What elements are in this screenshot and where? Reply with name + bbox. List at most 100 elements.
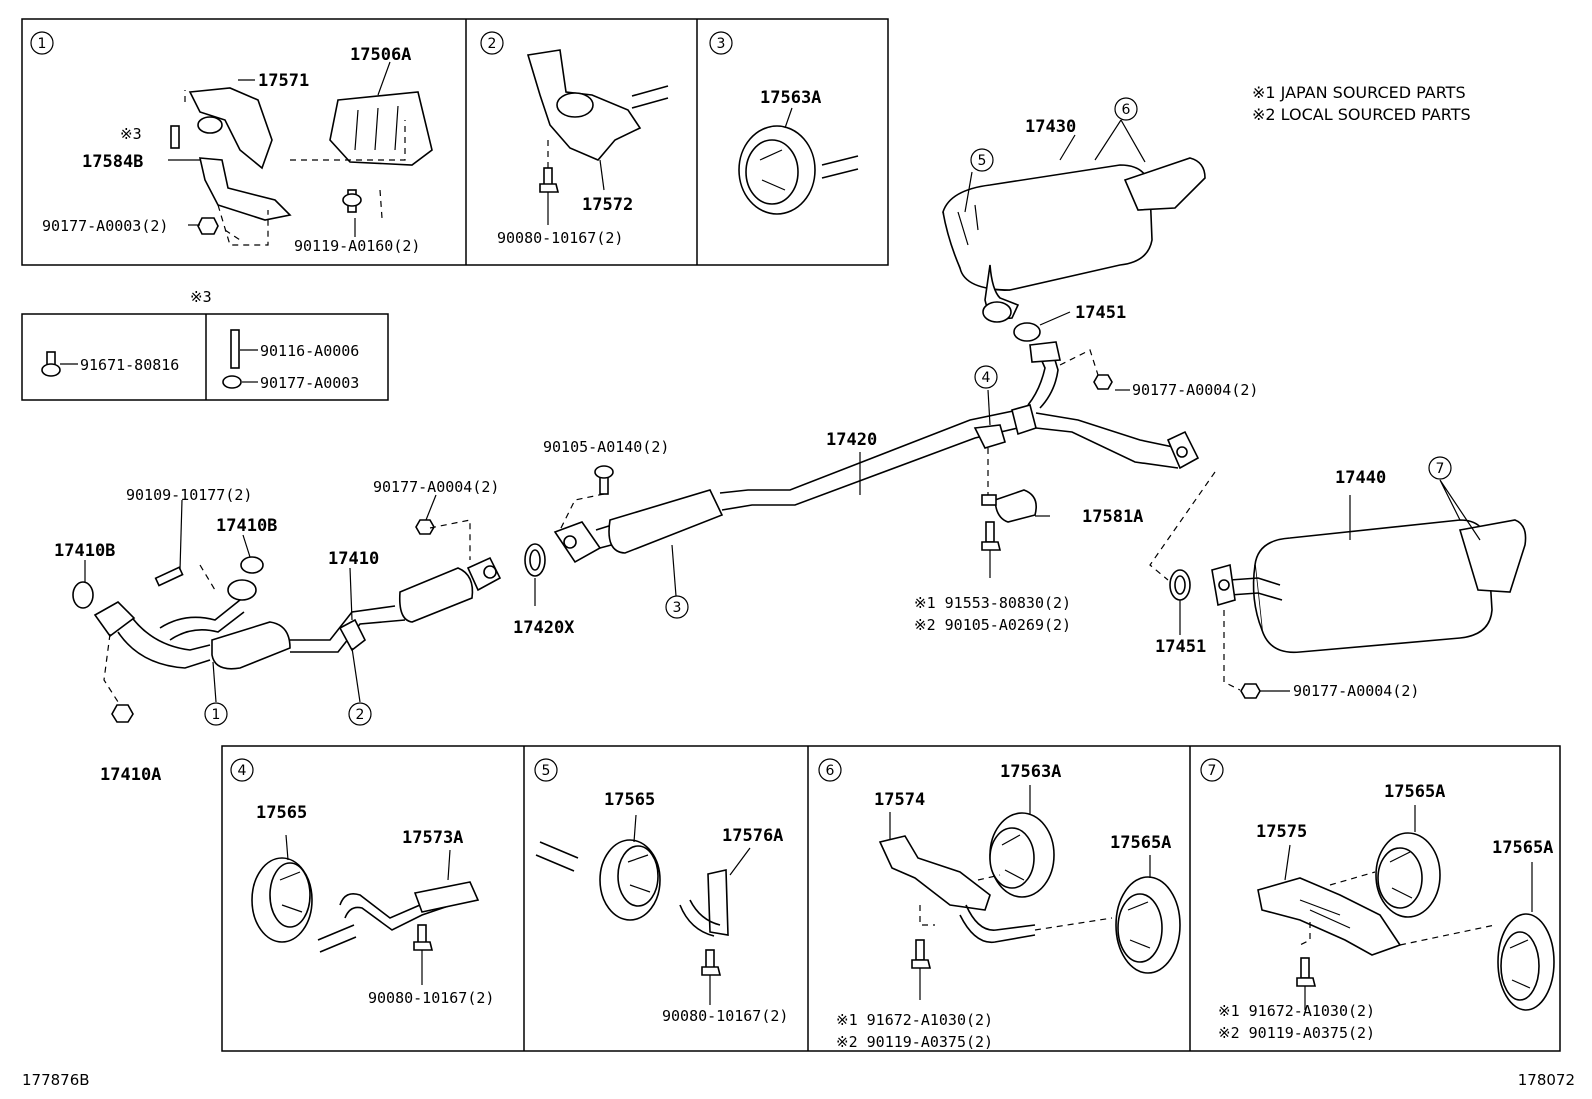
- callout-6-main: 6: [1122, 102, 1131, 118]
- bracket-17573A: [339, 849, 480, 985]
- nut-17410A: [103, 633, 134, 723]
- callout-5-main: 5: [978, 153, 987, 169]
- label-17574: 17574: [874, 790, 925, 810]
- muffler-17430: [942, 157, 1206, 323]
- callout-3-box: 3: [717, 36, 726, 52]
- label-91671-80816: 91671-80816: [80, 356, 179, 374]
- label-17410B-right: 17410B: [216, 516, 277, 536]
- bracket-17571: [188, 87, 273, 170]
- label-91553-80830-2: ※1 91553-80830(2): [914, 594, 1071, 612]
- callout-6-box: 6: [826, 763, 835, 779]
- label-17571: 17571: [258, 71, 309, 91]
- dashed-guides-main: [1149, 471, 1241, 691]
- label-ref3-box1: ※3: [120, 125, 142, 143]
- callout-7-main: 7: [1436, 461, 1445, 477]
- bolt-90109-10177: [154, 499, 216, 591]
- label-17581A: 17581A: [1082, 507, 1143, 527]
- fasteners-ref3: [41, 329, 258, 389]
- detail-box-1-2-3: [21, 18, 889, 266]
- callout-5-box: 5: [542, 763, 551, 779]
- label-90080-10167-2-box4: 90080-10167(2): [368, 989, 494, 1007]
- detail-box-fasteners: [21, 313, 389, 401]
- label-90177-A0003: 90177-A0003: [260, 374, 359, 392]
- label-17563A-box3: 17563A: [760, 88, 821, 108]
- nut-90177-A0004-mid: [1059, 349, 1113, 390]
- insulator-17581A: [981, 448, 1037, 578]
- label-91672-A1030-2-box7: ※1 91672-A1030(2): [1218, 1002, 1375, 1020]
- callout-1-main: 1: [212, 707, 221, 723]
- bracket-17576A: [679, 847, 751, 1005]
- note-local-sourced: ※2 LOCAL SOURCED PARTS: [1252, 105, 1471, 124]
- insulator-17565A-box7a: [1329, 805, 1441, 918]
- nut-90177-A0004-right: [1240, 683, 1290, 699]
- callout-4-box: 4: [238, 763, 247, 779]
- footer-right-code: 178072: [1518, 1071, 1575, 1089]
- label-17576A: 17576A: [722, 826, 783, 846]
- label-17430: 17430: [1025, 117, 1076, 137]
- insulator-17565-box4: [251, 834, 357, 953]
- label-17563A-box6: 17563A: [1000, 762, 1061, 782]
- label-17565A-box7b: 17565A: [1492, 838, 1553, 858]
- label-17410B-left: 17410B: [54, 541, 115, 561]
- label-17506A: 17506A: [350, 45, 411, 65]
- label-90116-A0006: 90116-A0006: [260, 342, 359, 360]
- callout-2-box: 2: [488, 36, 497, 52]
- footer-left-code: 177876B: [22, 1071, 90, 1089]
- label-90177-A0004-2-left: 90177-A0004(2): [373, 478, 499, 496]
- label-17572: 17572: [582, 195, 633, 215]
- label-17573A: 17573A: [402, 828, 463, 848]
- bolts-box1: [170, 125, 362, 235]
- label-17584B: 17584B: [82, 152, 143, 172]
- bolt-90105-A0140: [559, 465, 614, 531]
- label-90105-A0269-2: ※2 90105-A0269(2): [914, 616, 1071, 634]
- insulator-17563A-box6: [977, 785, 1055, 898]
- bracket-17584B: [198, 157, 292, 221]
- heat-insulator-17506A: [329, 91, 433, 166]
- detail-box-4-5-6-7: [221, 745, 1561, 1052]
- label-90105-A0140-2: 90105-A0140(2): [543, 438, 669, 456]
- label-91672-A1030-2-box6: ※1 91672-A1030(2): [836, 1011, 993, 1029]
- label-90177-A0004-2-right: 90177-A0004(2): [1293, 682, 1419, 700]
- label-90119-A0160-2: 90119-A0160(2): [294, 237, 420, 255]
- label-17420X: 17420X: [513, 618, 575, 638]
- muffler-17440: [1211, 519, 1527, 654]
- label-17440: 17440: [1335, 468, 1386, 488]
- note-japan-sourced: ※1 JAPAN SOURCED PARTS: [1252, 83, 1466, 102]
- gasket-17451-top: [1013, 311, 1071, 342]
- gasket-17420X: [524, 543, 546, 606]
- label-ref3-fasteners: ※3: [190, 288, 212, 306]
- insulator-17565-box5: [535, 814, 661, 921]
- callout-3-main: 3: [673, 600, 682, 616]
- label-17565A-box6: 17565A: [1110, 833, 1171, 853]
- callout-7-box: 7: [1208, 763, 1217, 779]
- gasket-17451-right: [1169, 569, 1191, 635]
- label-17410A: 17410A: [100, 765, 161, 785]
- bolt-box2: [539, 140, 560, 225]
- label-90119-A0375-2-box7: ※2 90119-A0375(2): [1218, 1024, 1375, 1042]
- front-pipe-17410: [93, 556, 502, 670]
- label-17420: 17420: [826, 430, 877, 450]
- bracket-17574: [878, 812, 1036, 1000]
- insulator-17563A-box3: [738, 125, 859, 215]
- gaskets-17410B: [72, 556, 264, 609]
- callout-1-box: 1: [38, 36, 47, 52]
- bracket-17572: [526, 49, 669, 161]
- insulator-17565A-box6: [1034, 855, 1181, 974]
- label-90177-A0003-2: 90177-A0003(2): [42, 217, 168, 235]
- part-labels: 17571 17506A ※3 17584B 90177-A0003(2) 90…: [42, 45, 1553, 1051]
- label-90080-10167-2-box5: 90080-10167(2): [662, 1007, 788, 1025]
- label-17565-box4: 17565: [256, 803, 307, 823]
- nut-90177-A0004-left: [415, 519, 471, 560]
- dashed-guides-box1: [184, 90, 406, 246]
- label-17575: 17575: [1256, 822, 1307, 842]
- label-17565A-box7a: 17565A: [1384, 782, 1445, 802]
- label-17451-right: 17451: [1155, 637, 1206, 657]
- label-90080-10167-2-box2: 90080-10167(2): [497, 229, 623, 247]
- callout-2-main: 2: [356, 707, 365, 723]
- label-90177-A0004-2-mid: 90177-A0004(2): [1132, 381, 1258, 399]
- insulator-17565A-box7b: [1399, 862, 1555, 1011]
- label-17451-top: 17451: [1075, 303, 1126, 323]
- label-17565-box5: 17565: [604, 790, 655, 810]
- bracket-17575: [1257, 844, 1402, 1010]
